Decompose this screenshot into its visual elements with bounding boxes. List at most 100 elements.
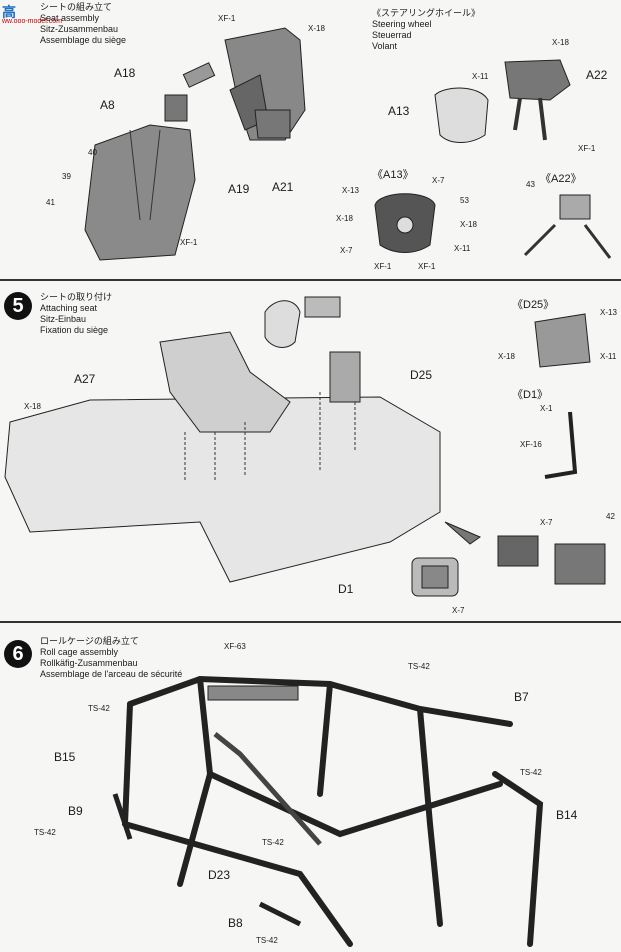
step-number: 6	[4, 640, 32, 668]
padding-xf63	[207, 685, 299, 701]
label-b14: B14	[556, 808, 578, 822]
title-de: Sitz-Zusammenbau	[40, 24, 119, 34]
step-6-panel: 6 ロールケージの組み立て Roll cage assembly Rollkäf…	[0, 624, 621, 952]
panel-x7	[497, 535, 539, 567]
title-ja: ロールケージの組み立て	[40, 636, 139, 646]
attaching-seat-title: シートの取り付け Attaching seat Sitz-Einbau Fixa…	[40, 292, 112, 336]
detail-label-d25: 《D25》	[512, 299, 555, 311]
detail-d25	[534, 313, 591, 368]
label-xf-1-d: XF-1	[418, 262, 436, 271]
detail-d1	[544, 411, 578, 479]
label-xf-63: XF-63	[224, 642, 246, 651]
label-39: 39	[62, 172, 71, 181]
label-x-18-sw: X-18	[552, 38, 569, 47]
title-de: Steuerrad	[372, 30, 412, 40]
divider-1	[0, 279, 621, 281]
label-42: 42	[606, 512, 615, 521]
label-d1: D1	[338, 582, 354, 596]
label-xf-1-sw: XF-1	[578, 144, 596, 153]
part-a22	[504, 59, 571, 101]
label-xf-1-c: XF-1	[374, 262, 392, 271]
label-x-7-panel: X-7	[540, 518, 553, 527]
label-x-18: X-18	[24, 402, 41, 411]
label-ts-42-top: TS-42	[408, 662, 430, 671]
label-x-18: X-18	[308, 24, 325, 33]
column-stays	[513, 97, 547, 141]
label-41: 41	[46, 198, 55, 207]
label-a21: A21	[272, 180, 294, 194]
label-xf-16: XF-16	[520, 440, 542, 449]
detail-a22-legs	[523, 223, 612, 259]
label-a27: A27	[74, 372, 96, 386]
chassis-drawing	[4, 296, 606, 597]
label-d25: D25	[410, 368, 433, 382]
label-40: 40	[88, 148, 97, 157]
label-a18: A18	[114, 66, 136, 80]
watermark-site: ww.ooo-model.com	[2, 18, 62, 25]
seat-insert-a21	[254, 109, 291, 139]
steering-wheel	[434, 87, 489, 143]
step-5-panel: 5 シートの取り付け Attaching seat Sitz-Einbau Fi…	[0, 282, 621, 620]
wheel-emblem	[396, 216, 414, 234]
detail-a22-box	[559, 194, 591, 220]
title-ja: シートの取り付け	[40, 292, 113, 302]
detail-arrow	[444, 521, 482, 545]
label-b15: B15	[54, 750, 76, 764]
title-ja: 《ステアリングホイール》	[372, 8, 481, 18]
label-b8: B8	[228, 916, 243, 930]
title-fr: Assemblage du siège	[40, 35, 127, 45]
label-d23: D23	[208, 868, 231, 882]
label-x-11-b: X-11	[454, 244, 471, 253]
title-en: Roll cage assembly	[40, 647, 119, 657]
label-x-18-r: X-18	[460, 220, 477, 229]
part-a18	[182, 62, 216, 88]
title-en: Steering wheel	[372, 19, 432, 29]
label-a13: A13	[388, 104, 410, 118]
label-x-13: X-13	[342, 186, 359, 195]
label-43: 43	[526, 180, 535, 189]
title-de: Sitz-Einbau	[40, 314, 87, 324]
title-en: Seat assembly	[40, 13, 100, 23]
label-x-7-b: X-7	[340, 246, 353, 255]
label-x-11: X-11	[600, 352, 617, 361]
panel-42	[554, 543, 606, 585]
detail-label-a22: 《A22》	[540, 173, 582, 185]
steering-wheel	[264, 300, 301, 348]
title-fr: Assemblage de l'arceau de sécurité	[40, 669, 183, 679]
label-x-18-l: X-18	[336, 214, 353, 223]
title-fr: Fixation du siège	[40, 325, 109, 335]
label-ts-42-right: TS-42	[520, 768, 542, 777]
label-x-13: X-13	[600, 308, 617, 317]
label-x-11: X-11	[472, 72, 489, 81]
seat-belts	[129, 129, 161, 221]
pedal-box	[329, 351, 361, 403]
label-x-7: X-7	[432, 176, 445, 185]
column-box	[304, 296, 341, 318]
watermark-logo: 高	[2, 4, 16, 20]
title-en: Attaching seat	[40, 303, 98, 313]
label-b7: B7	[514, 690, 529, 704]
label-a8: A8	[100, 98, 115, 112]
label-a22: A22	[586, 68, 608, 82]
label-x-1: X-1	[540, 404, 553, 413]
roll-cage-drawing	[112, 675, 544, 947]
label-ts-42-b9: TS-42	[34, 828, 56, 837]
label-a19: A19	[228, 182, 250, 196]
label-xf-1: XF-1	[218, 14, 236, 23]
label-b9: B9	[68, 804, 83, 818]
step-number: 5	[4, 292, 32, 320]
cage-top-bar	[127, 675, 513, 727]
label-x-7-box: X-7	[452, 606, 465, 615]
label-ts-42-left: TS-42	[88, 704, 110, 713]
label-ts-42-b8: TS-42	[256, 936, 278, 945]
seat-shell	[159, 331, 291, 433]
seat-assembly-title: シートの組み立て Seat assembly Sitz-Zusammenbau …	[40, 2, 126, 46]
seat-steering-drawing	[84, 27, 612, 261]
step-4-panel: シートの組み立て Seat assembly Sitz-Zusammenbau …	[0, 0, 621, 278]
detail-label-a13: 《A13》	[372, 169, 414, 181]
label-x-18-d25: X-18	[498, 352, 515, 361]
roll-cage-title: ロールケージの組み立て Roll cage assembly Rollkäfig…	[40, 636, 182, 680]
title-ja: シートの組み立て	[40, 2, 113, 12]
part-a8-headrest	[164, 94, 188, 122]
steering-wheel-title: 《ステアリングホイール》 Steering wheel Steuerrad Vo…	[372, 8, 480, 52]
